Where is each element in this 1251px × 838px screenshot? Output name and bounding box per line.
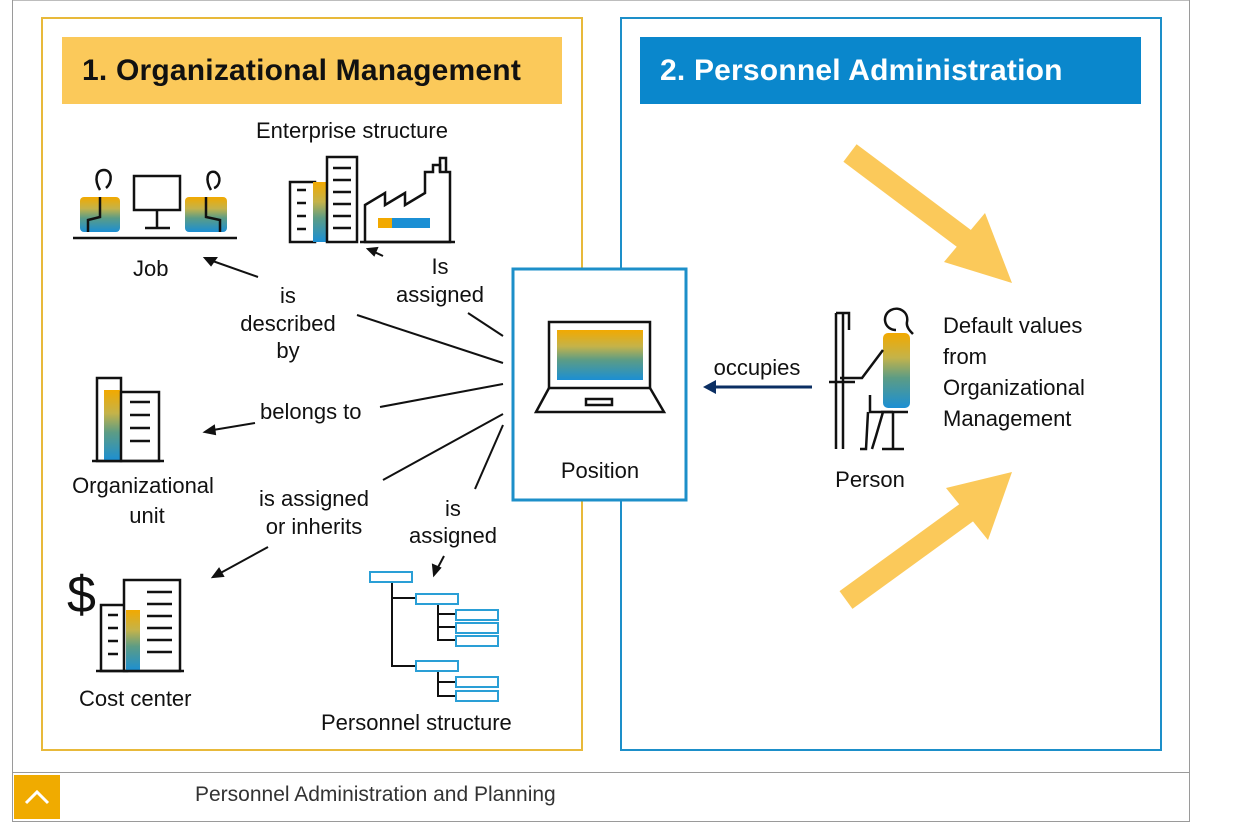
default-values-arrow-bottom	[839, 472, 1012, 609]
is-described-by-label-line2: described	[240, 311, 335, 336]
position-box	[511, 267, 688, 502]
job-label: Job	[133, 256, 168, 281]
cost-center-icon: $	[67, 566, 184, 673]
default-values-arrow-top	[843, 144, 1012, 283]
organizational-unit-label-line2: unit	[129, 503, 164, 528]
chevron-up-icon	[24, 789, 50, 805]
relationship-lines	[202, 246, 504, 579]
cost-center-label: Cost center	[79, 686, 192, 711]
is-assigned-enterprise-label-line1: Is	[431, 254, 448, 279]
is-assigned-enterprise-label-line2: assigned	[396, 282, 484, 307]
enterprise-structure-icon	[288, 155, 455, 244]
position-laptop-icon	[533, 320, 667, 414]
scroll-to-top-button[interactable]	[14, 775, 60, 819]
personnel-administration-title: 2. Personnel Administration	[640, 37, 1141, 104]
footer-divider	[12, 772, 1190, 773]
svg-text:$: $	[67, 566, 96, 624]
personnel-structure-label: Personnel structure	[321, 710, 512, 735]
belongs-to-label: belongs to	[260, 399, 362, 424]
is-described-by-label-line1: is	[280, 283, 296, 308]
is-assigned-personnel-label-line1: is	[445, 496, 461, 521]
person-label: Person	[835, 467, 905, 492]
is-assigned-or-inherits-label-line1: is assigned	[259, 486, 369, 511]
organizational-management-title: 1. Organizational Management	[62, 37, 562, 104]
is-assigned-personnel-label-line2: assigned	[409, 523, 497, 548]
organizational-unit-icon	[92, 376, 164, 463]
enterprise-structure-label: Enterprise structure	[256, 118, 448, 143]
default-values-line1: Default values	[943, 313, 1082, 338]
default-values-line2: from	[943, 344, 987, 369]
default-values-line3: Organizational	[943, 375, 1085, 400]
position-label: Position	[561, 458, 639, 483]
job-icon	[73, 168, 237, 240]
footer-title: Personnel Administration and Planning	[195, 783, 556, 806]
top-divider	[12, 0, 1190, 1]
organizational-unit-label-line1: Organizational	[72, 473, 214, 498]
default-values-line4: Management	[943, 406, 1071, 431]
person-icon	[829, 307, 914, 451]
occupies-arrow	[703, 380, 812, 394]
personnel-structure-icon	[369, 571, 499, 702]
slide-frame	[12, 0, 1190, 822]
is-described-by-label-line3: by	[276, 338, 299, 363]
occupies-label: occupies	[714, 355, 801, 380]
is-assigned-or-inherits-label-line2: or inherits	[266, 514, 363, 539]
